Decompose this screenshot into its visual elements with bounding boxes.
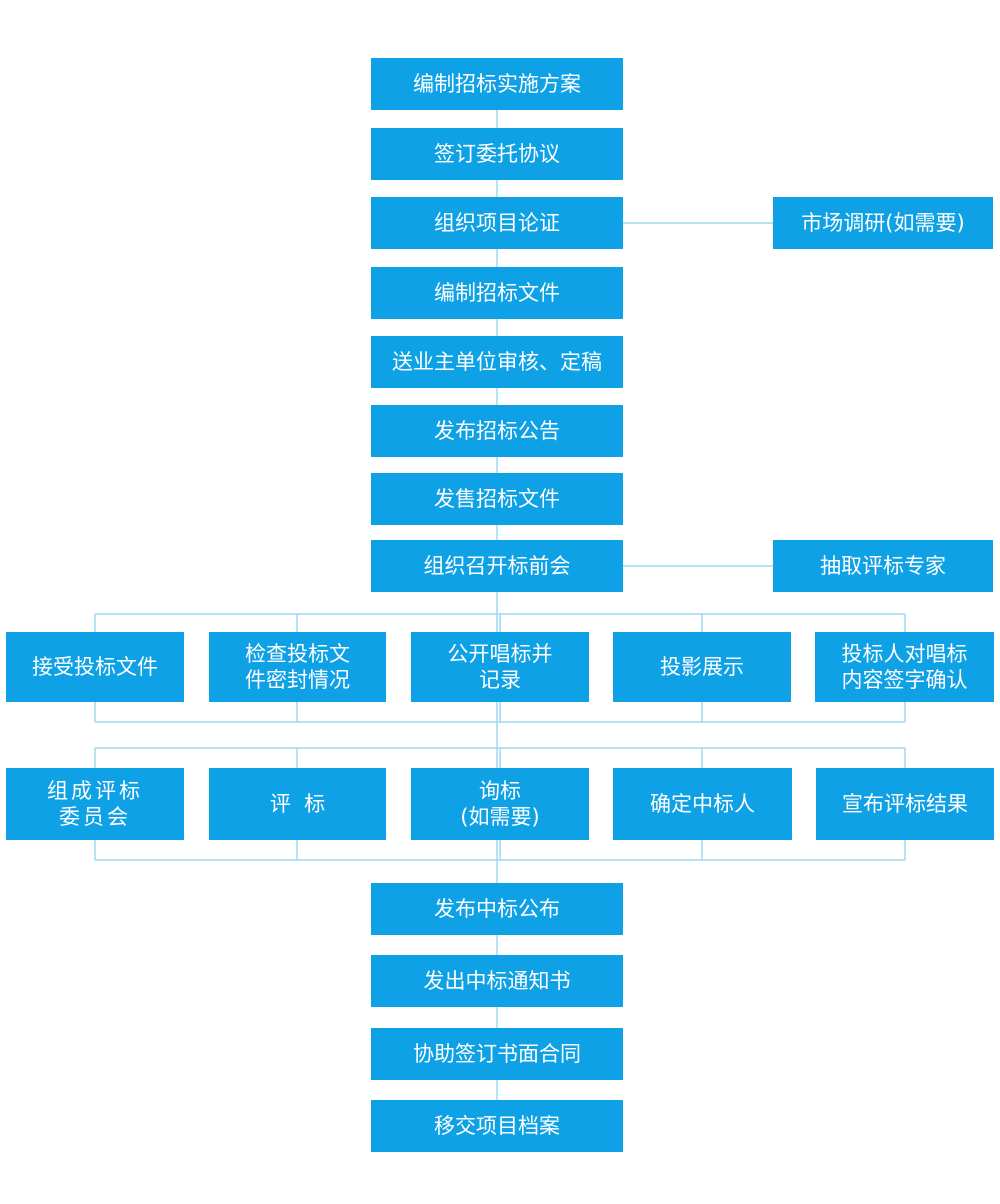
step-publish-award: 发布中标公布 <box>371 883 623 935</box>
step-award-notice: 发出中标通知书 <box>371 955 623 1007</box>
step-project-review: 组织项目论证 <box>371 197 623 249</box>
step-publish-notice: 发布招标公告 <box>371 405 623 457</box>
side-select-experts: 抽取评标专家 <box>773 540 993 592</box>
row2-clarify: 询标 (如需要) <box>411 768 589 840</box>
side-market-research: 市场调研(如需要) <box>773 197 993 249</box>
step-sign-contract: 协助签订书面合同 <box>371 1028 623 1080</box>
row1-open-bids: 公开唱标并 记录 <box>411 632 589 702</box>
row1-receive-bids: 接受投标文件 <box>6 632 184 702</box>
row1-bidder-sign: 投标人对唱标 内容签字确认 <box>815 632 994 702</box>
step-archive: 移交项目档案 <box>371 1100 623 1152</box>
row2-form-committee: 组成评标 委员会 <box>6 768 184 840</box>
step-sell-docs: 发售招标文件 <box>371 473 623 525</box>
step-prepare-plan: 编制招标实施方案 <box>371 58 623 110</box>
row1-check-seal: 检查投标文 件密封情况 <box>209 632 386 702</box>
step-pre-bid-meeting: 组织召开标前会 <box>371 540 623 592</box>
step-prepare-docs: 编制招标文件 <box>371 267 623 319</box>
row1-projection: 投影展示 <box>613 632 791 702</box>
step-sign-agreement: 签订委托协议 <box>371 128 623 180</box>
row2-determine-winner: 确定中标人 <box>613 768 792 840</box>
step-owner-review: 送业主单位审核、定稿 <box>371 336 623 388</box>
row2-evaluate: 评 标 <box>209 768 386 840</box>
row2-announce-result: 宣布评标结果 <box>816 768 994 840</box>
